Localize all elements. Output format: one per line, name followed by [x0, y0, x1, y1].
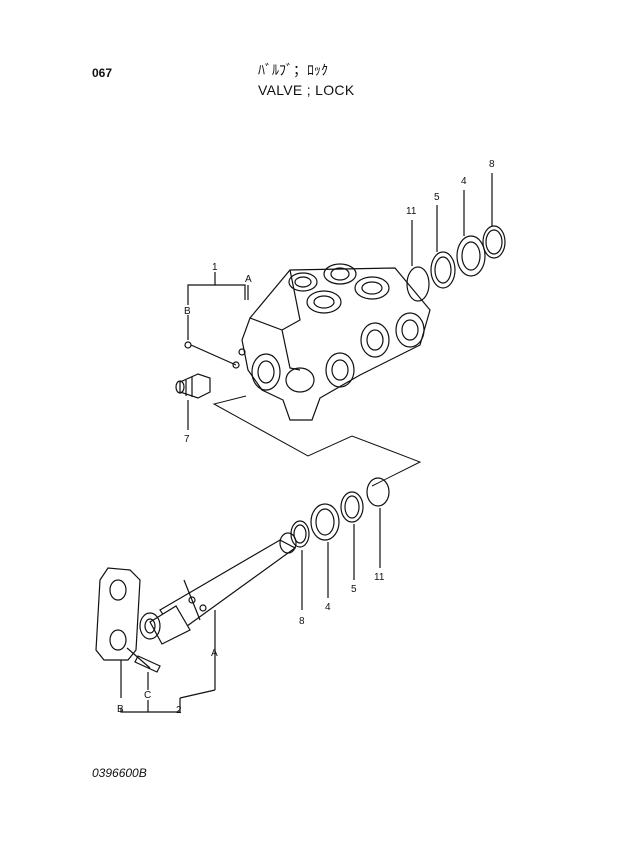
upper-oring — [406, 266, 430, 302]
callout-valve-assembly: 1 — [212, 262, 218, 273]
upper-snap-ring — [482, 225, 506, 259]
callout-upper-snap-ring: 8 — [489, 159, 495, 170]
callout-plug: 7 — [184, 434, 190, 445]
callout-lower-a: A — [211, 648, 218, 659]
callout-upper-a: A — [245, 274, 252, 285]
title-japanese: ﾊﾞﾙﾌﾞ；ﾛｯｸ — [258, 63, 328, 79]
callout-spool-assembly: 2 — [176, 705, 182, 716]
spool-part — [139, 532, 297, 645]
upper-ring-4 — [456, 235, 486, 277]
page-number: 067 — [92, 66, 113, 80]
valve-body — [232, 263, 431, 421]
plug-part — [175, 373, 211, 399]
upper-ring-5 — [430, 251, 456, 289]
callout-lower-ring-5: 5 — [351, 584, 357, 595]
callout-lower-snap-ring: 8 — [299, 616, 305, 627]
lower-ring-5 — [340, 491, 364, 523]
callout-upper-ring-4: 4 — [461, 176, 467, 187]
lower-oring — [366, 477, 390, 507]
lower-snap-ring — [290, 520, 310, 548]
pin-part — [126, 647, 161, 673]
lower-ring-4 — [310, 503, 340, 541]
title-english: VALVE ; LOCK — [258, 82, 355, 98]
callout-lower-oring: 11 — [374, 572, 385, 583]
callout-upper-oring: 11 — [406, 206, 417, 217]
callout-upper-ring-5: 5 — [434, 192, 440, 203]
callout-lower-b: B — [117, 704, 124, 715]
callout-upper-b: B — [184, 306, 191, 317]
drawing-number: 0396600B — [92, 766, 147, 780]
callout-lower-ring-4: 4 — [325, 602, 331, 613]
lock-plate — [95, 567, 141, 661]
callout-lower-c: C — [144, 690, 151, 701]
